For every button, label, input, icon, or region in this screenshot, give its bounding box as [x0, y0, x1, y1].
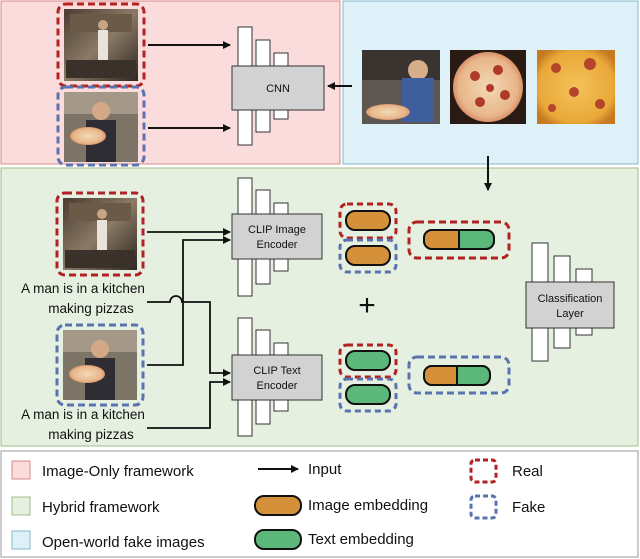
fake-dashed-frame: [55, 323, 145, 407]
open-world-pizza-photo: [450, 50, 526, 124]
legend-fake-label: Fake: [512, 499, 545, 516]
fake-man-pizza-photo-top: [64, 92, 138, 162]
connector-caption-top-to-text-encoder: [147, 295, 231, 377]
open-world-man-pizza-photo: [362, 50, 440, 124]
legend-swatch-hybrid: [11, 496, 31, 516]
real-kitchen-photo-hybrid: [63, 198, 137, 270]
caption-top-line1: A man is in a kitchen: [21, 281, 145, 296]
combined-embedding-real: [423, 229, 495, 250]
legend-real-dashed-icon: [469, 458, 498, 484]
legend-image-embedding-icon: [254, 495, 302, 516]
clip-text-label-line1: CLIP Text: [253, 365, 300, 377]
clip-image-label-line1: CLIP Image: [248, 224, 306, 236]
fake-dashed-frame: [338, 238, 398, 274]
fake-dashed-frame: [407, 355, 511, 395]
real-dashed-frame: [56, 2, 146, 88]
plus-sign: +: [358, 289, 376, 322]
classification-label-line1: Classification: [538, 293, 603, 305]
legend-hybrid-label: Hybrid framework: [42, 499, 160, 516]
image-embedding-fake: [345, 245, 391, 266]
legend-image-embedding-label: Image embedding: [308, 497, 428, 514]
legend-input-label: Input: [308, 461, 342, 478]
real-dashed-frame: [338, 202, 398, 240]
classification-block: [525, 281, 615, 329]
fake-dashed-frame: [338, 377, 398, 413]
open-world-pizza-closeup-photo: [537, 50, 615, 124]
real-kitchen-photo-top: [64, 9, 138, 81]
legend-fake-dashed-icon: [469, 494, 498, 520]
text-embedding-real: [345, 350, 391, 371]
legend-swatch-image-only: [11, 460, 31, 480]
image-embedding-real: [345, 210, 391, 231]
caption-top-line2: making pizzas: [48, 301, 134, 316]
legend-swatch-open-world: [11, 530, 31, 550]
classification-label-line2: Layer: [556, 308, 584, 320]
real-dashed-frame: [407, 220, 511, 260]
caption-bottom-line2: making pizzas: [48, 427, 134, 442]
fake-dashed-frame: [56, 85, 146, 167]
legend-box: [0, 450, 639, 558]
text-embedding-fake: [345, 384, 391, 405]
real-dashed-frame: [338, 343, 398, 379]
connector-caption-bottom-to-text-encoder: [147, 378, 231, 429]
clip-image-encoder-block: [231, 213, 323, 260]
legend-text-embedding-label: Text embedding: [308, 531, 414, 548]
caption-bottom-line1: A man is in a kitchen: [21, 407, 145, 422]
legend-real-label: Real: [512, 463, 543, 480]
real-dashed-frame: [55, 191, 145, 277]
cnn-block: [231, 65, 325, 111]
legend-image-only-label: Image-Only framework: [42, 463, 194, 480]
legend-text-embedding-icon: [254, 529, 302, 550]
clip-image-label-line2: Encoder: [257, 239, 298, 251]
legend-open-world-label: Open-world fake images: [42, 534, 205, 551]
clip-text-label-line2: Encoder: [257, 380, 298, 392]
combined-embedding-fake: [423, 365, 491, 386]
clip-text-encoder-block: [231, 354, 323, 401]
cnn-label: CNN: [266, 83, 290, 95]
fake-man-pizza-photo-hybrid: [63, 330, 137, 400]
